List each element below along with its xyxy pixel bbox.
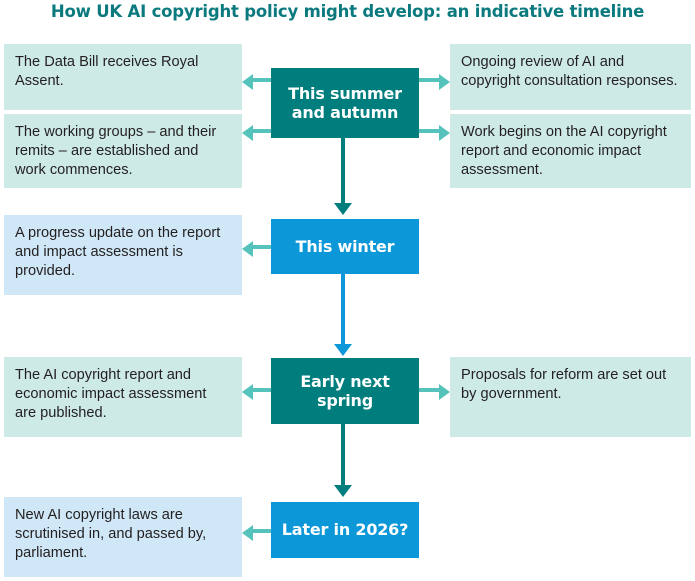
milestone-node-later-2026: Later in 2026?: [271, 502, 419, 558]
detail-box-data-bill-text: The Data Bill receives Royal Assent.: [15, 54, 199, 89]
arrow-left-icon: [242, 241, 253, 257]
milestone-node-summer-autumn: This summer and autumn: [271, 68, 419, 138]
arrow-right-icon: [439, 384, 450, 400]
page-title: How UK AI copyright policy might develop…: [50, 2, 645, 21]
detail-box-working-groups-text: The working groups – and their remits – …: [15, 124, 217, 178]
connector-line-winter-left: [253, 245, 271, 249]
detail-box-work-begins-text: Work begins on the AI copyright report a…: [461, 124, 667, 178]
arrow-down-icon: [334, 203, 352, 215]
milestone-node-winter: This winter: [271, 219, 419, 274]
arrow-left-icon: [242, 125, 253, 141]
arrow-left-icon: [242, 384, 253, 400]
connector-line-2026-left: [253, 529, 271, 533]
detail-box-proposals-reform: Proposals for reform are set out by gove…: [450, 357, 691, 437]
arrow-left-icon: [242, 525, 253, 541]
connector-line-winter-to-spring: [341, 274, 345, 346]
milestone-node-winter-label: This winter: [295, 236, 395, 256]
connector-line-summer-left-bottom: [253, 129, 271, 133]
milestone-node-early-spring-label: Early next spring: [300, 371, 390, 410]
detail-box-new-laws-text: New AI copyright laws are scrutinised in…: [15, 507, 207, 561]
connector-line-spring-left: [253, 388, 271, 392]
detail-box-progress-update: A progress update on the report and impa…: [4, 215, 242, 295]
connector-line-summer-left-top: [253, 78, 271, 82]
detail-box-ongoing-review-text: Ongoing review of AI and copyright consu…: [461, 54, 678, 89]
detail-box-report-published-text: The AI copyright report and economic imp…: [15, 367, 207, 421]
detail-box-work-begins: Work begins on the AI copyright report a…: [450, 114, 691, 188]
connector-line-summer-right-top: [419, 78, 439, 82]
milestone-node-summer-autumn-label: This summer and autumn: [288, 83, 402, 122]
detail-box-proposals-reform-text: Proposals for reform are set out by gove…: [461, 367, 667, 402]
arrow-left-icon: [242, 74, 253, 90]
arrow-down-icon: [334, 485, 352, 497]
arrow-right-icon: [439, 125, 450, 141]
connector-line-summer-to-winter: [341, 138, 345, 205]
arrow-down-icon: [334, 344, 352, 356]
detail-box-ongoing-review: Ongoing review of AI and copyright consu…: [450, 44, 691, 110]
detail-box-working-groups: The working groups – and their remits – …: [4, 114, 242, 188]
detail-box-report-published: The AI copyright report and economic imp…: [4, 357, 242, 437]
detail-box-progress-update-text: A progress update on the report and impa…: [15, 225, 221, 279]
arrow-right-icon: [439, 74, 450, 90]
connector-line-spring-to-2026: [341, 424, 345, 487]
milestone-node-early-spring: Early next spring: [271, 358, 419, 424]
detail-box-new-laws: New AI copyright laws are scrutinised in…: [4, 497, 242, 577]
detail-box-data-bill: The Data Bill receives Royal Assent.: [4, 44, 242, 110]
connector-line-spring-right: [419, 388, 439, 392]
milestone-node-later-2026-label: Later in 2026?: [281, 520, 409, 540]
connector-line-summer-right-bottom: [419, 129, 439, 133]
